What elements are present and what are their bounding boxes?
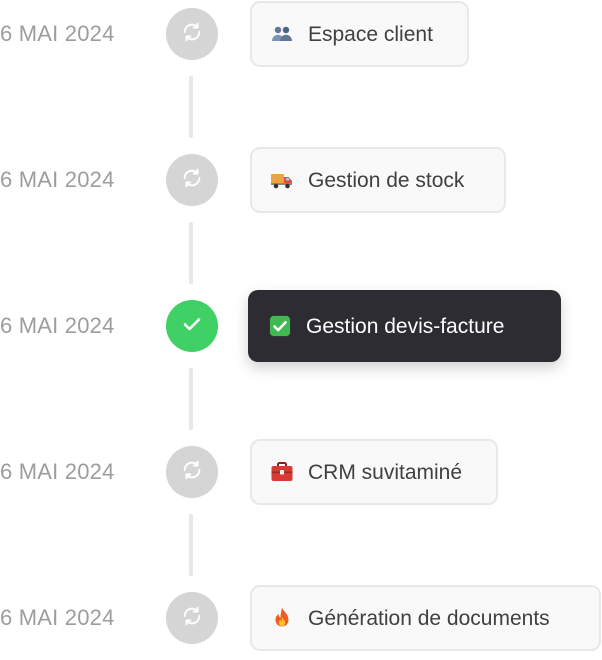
- truck-icon: [270, 168, 294, 192]
- step-card-label: Génération de documents: [308, 606, 550, 630]
- people-icon: [270, 22, 294, 46]
- step-card-label: Espace client: [308, 22, 433, 46]
- timeline-date: 6 MAI 2024: [0, 21, 115, 46]
- step-card-label: Gestion de stock: [308, 168, 465, 192]
- step-card-generation-de-documents[interactable]: Génération de documents: [250, 585, 601, 651]
- checkmark-icon: [180, 312, 204, 341]
- sync-status-badge: [166, 8, 218, 60]
- sync-status-badge: [166, 592, 218, 644]
- step-card-espace-client[interactable]: Espace client: [250, 1, 469, 67]
- done-status-badge: [166, 300, 218, 352]
- timeline-connector: [189, 222, 193, 284]
- sync-icon: [181, 167, 203, 194]
- sync-status-badge: [166, 446, 218, 498]
- step-card-crm-suvitamine[interactable]: CRM suvitaminé: [250, 439, 498, 505]
- timeline-connector: [189, 76, 193, 138]
- sync-icon: [181, 21, 203, 48]
- step-card-label: CRM suvitaminé: [308, 460, 463, 484]
- timeline-item: 6 MAI 2024 Espace client: [0, 0, 602, 68]
- toolbox-icon: [270, 460, 294, 484]
- check-box-icon: [268, 314, 292, 338]
- timeline-item: 6 MAI 2024: [0, 146, 602, 214]
- timeline-item: 6 MAI 2024 CRM suvitaminé: [0, 438, 602, 506]
- timeline-date: 6 MAI 2024: [0, 313, 115, 338]
- timeline-item: 6 MAI 2024 Gestion devis-facture: [0, 290, 602, 362]
- timeline-date: 6 MAI 2024: [0, 167, 115, 192]
- sync-icon: [181, 605, 203, 632]
- fire-icon: [270, 606, 294, 630]
- step-card-gestion-devis-facture[interactable]: Gestion devis-facture: [248, 290, 561, 362]
- sync-icon: [181, 459, 203, 486]
- sync-status-badge: [166, 154, 218, 206]
- timeline-connector: [189, 514, 193, 576]
- timeline-date: 6 MAI 2024: [0, 605, 115, 630]
- step-card-label: Gestion devis-facture: [306, 314, 505, 338]
- timeline-date: 6 MAI 2024: [0, 459, 115, 484]
- timeline-connector: [189, 368, 193, 430]
- step-card-gestion-de-stock[interactable]: Gestion de stock: [250, 147, 506, 213]
- timeline-item: 6 MAI 2024 Génération de documents: [0, 584, 602, 652]
